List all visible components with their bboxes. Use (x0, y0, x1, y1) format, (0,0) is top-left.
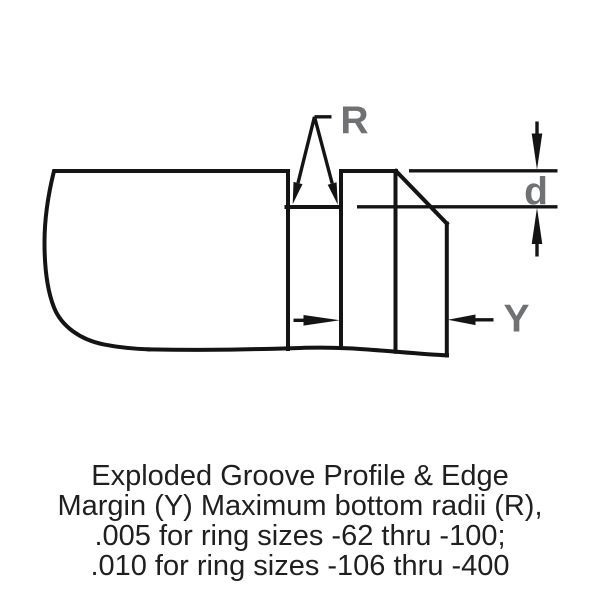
groove-depth-label: d (524, 171, 548, 214)
edge-margin-label: Y (503, 298, 529, 341)
bottom-radius-label: R (340, 99, 368, 142)
r-leader-left-line (296, 116, 317, 184)
d-arrow-top-head (531, 133, 543, 170)
shaft-end-chamfer-edge (393, 168, 450, 227)
shaft-bottom-edge (146, 345, 450, 358)
d-arrow-bottom-head (531, 207, 543, 244)
r-leader-right-line (312, 116, 334, 184)
caption-line-1: Exploded Groove Profile & Edge (91, 460, 509, 492)
caption-line-3: .005 for ring sizes -62 thru -100; (94, 520, 506, 552)
r-leader-right-head (327, 182, 338, 205)
y-arrow-right-head (447, 314, 476, 326)
figure-caption: Exploded Groove Profile & Edge Margin (Y… (0, 461, 600, 581)
shaft-body-outline (42, 169, 290, 352)
caption-line-4: .010 for ring sizes -106 thru -400 (90, 550, 510, 582)
caption-line-2: Margin (Y) Maximum bottom radii (R), (57, 490, 543, 522)
y-arrow-left-head (303, 315, 340, 326)
r-leader-left-head (292, 181, 303, 205)
